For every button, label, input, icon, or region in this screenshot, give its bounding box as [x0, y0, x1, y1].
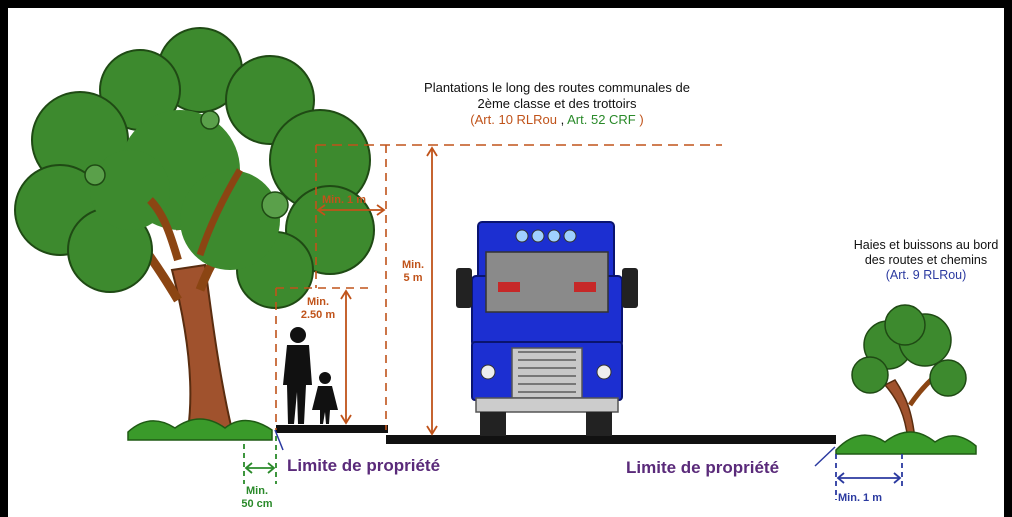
limite-propriete-left: Limite de propriété: [287, 456, 441, 475]
label-min-250: Min. 2.50 m: [296, 296, 340, 322]
sidewalk: [276, 425, 388, 433]
dimension-arrow-min-5m: [426, 146, 438, 436]
truck-icon: [456, 221, 638, 436]
top-border: [0, 0, 1012, 8]
dimension-arrow-min-250: [340, 289, 352, 425]
dimension-arrow-min-1m-right: [835, 454, 903, 500]
title-line-1: Plantations le long des routes communale…: [424, 80, 690, 95]
art-crf: Art. 52 CRF: [567, 112, 636, 127]
bush-icon: [851, 304, 967, 441]
art-sep: ,: [557, 112, 568, 127]
hedges-line-1: Haies et buissons au bord: [853, 238, 999, 252]
hedges-caption: Haies et buissons au bord des routes et …: [826, 238, 1012, 283]
dimension-arrow-min-1m-top: [316, 204, 386, 216]
limite-right-pointer: [814, 446, 836, 467]
label-min-5m-line1: Min.: [402, 259, 424, 271]
label-min-250-line2: 2.50 m: [300, 309, 336, 321]
label-min-250-line1: Min.: [307, 296, 329, 308]
art-close: ): [635, 112, 644, 127]
grass-left-icon: [127, 418, 273, 441]
label-min-50cm-line1: Min.: [246, 485, 268, 497]
limite-propriete-right: Limite de propriété: [626, 458, 780, 477]
title-articles: (Art. 10 RLRou , Art. 52 CRF ): [372, 112, 742, 128]
right-border: [1004, 0, 1012, 517]
label-min-50cm: Min. 50 cm: [236, 485, 278, 511]
clearance-outline: [275, 144, 722, 430]
label-min-5m-line2: 5 m: [403, 272, 423, 284]
road: [386, 435, 836, 444]
label-min-5m: Min. 5 m: [398, 259, 428, 285]
tree-icon: [14, 27, 375, 431]
pedestrians-icon: [283, 327, 338, 424]
dimension-arrow-min-50cm: [243, 436, 277, 484]
label-min-1m-top: Min. 1 m: [322, 194, 367, 206]
limite-left-pointer: [274, 429, 284, 451]
art-open: (: [470, 112, 475, 127]
art-rlrou: Art. 10 RLRou: [474, 112, 557, 127]
hedges-line-2: des routes et chemins: [864, 253, 988, 267]
hedges-article: (Art. 9 RLRou): [885, 268, 967, 282]
title-line-2: 2ème classe et des trottoirs: [477, 96, 637, 111]
label-min-50cm-line2: 50 cm: [241, 498, 273, 510]
label-min-1m-right: Min. 1 m: [838, 492, 883, 504]
diagram-title: Plantations le long des routes communale…: [372, 80, 742, 128]
left-border: [0, 0, 8, 517]
grass-right-icon: [835, 431, 977, 455]
